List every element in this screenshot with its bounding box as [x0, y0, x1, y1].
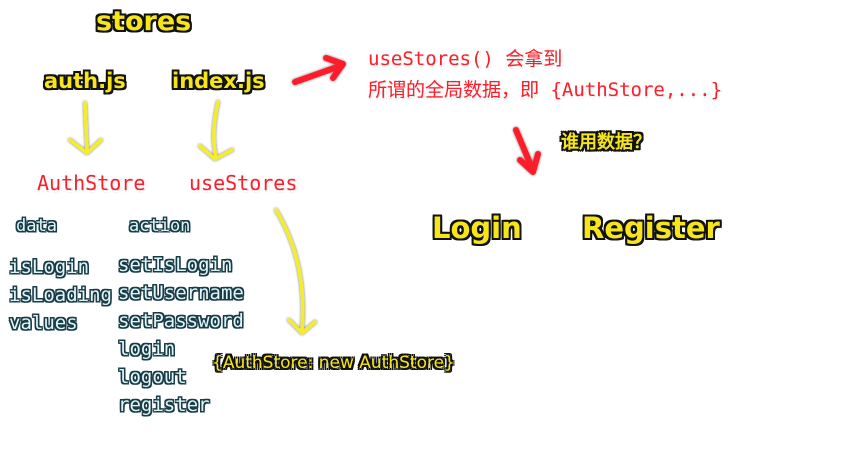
node-usestores: useStores [189, 171, 298, 195]
arrow-auth-to-authstore [68, 101, 103, 155]
consumer-login: Login [432, 211, 522, 245]
action-item: register [118, 394, 210, 416]
usestores-note-line1: useStores() 会拿到 [368, 48, 563, 70]
action-header: action [129, 216, 191, 236]
action-item: setIsLogin [118, 254, 233, 276]
data-item: values [9, 312, 78, 334]
data-item: isLogin [9, 256, 90, 278]
arrow-index-to-note [292, 55, 346, 85]
stores-object-literal: {AuthStore: new AuthStore} [212, 353, 455, 373]
action-item: login [118, 338, 176, 360]
data-item: isLoading [9, 284, 112, 306]
arrow-note-to-consumers [513, 127, 541, 175]
data-header: data [16, 216, 57, 236]
arrow-index-to-usestores [198, 100, 234, 161]
consumer-question: 谁用数据？ [561, 132, 651, 153]
arrow-usestores-to-object [274, 208, 317, 335]
action-item: setUsername [118, 282, 244, 304]
stores-title: stores [96, 6, 192, 37]
file-index-js: index.js [172, 69, 265, 93]
usestores-note-line2: 所谓的全局数据，即 {AuthStore,...} [368, 79, 723, 101]
file-auth-js: auth.js [44, 69, 126, 93]
action-item: logout [118, 366, 187, 388]
consumer-register: Register [582, 211, 720, 245]
node-authstore: AuthStore [37, 171, 146, 195]
action-item: setPassword [118, 310, 244, 332]
